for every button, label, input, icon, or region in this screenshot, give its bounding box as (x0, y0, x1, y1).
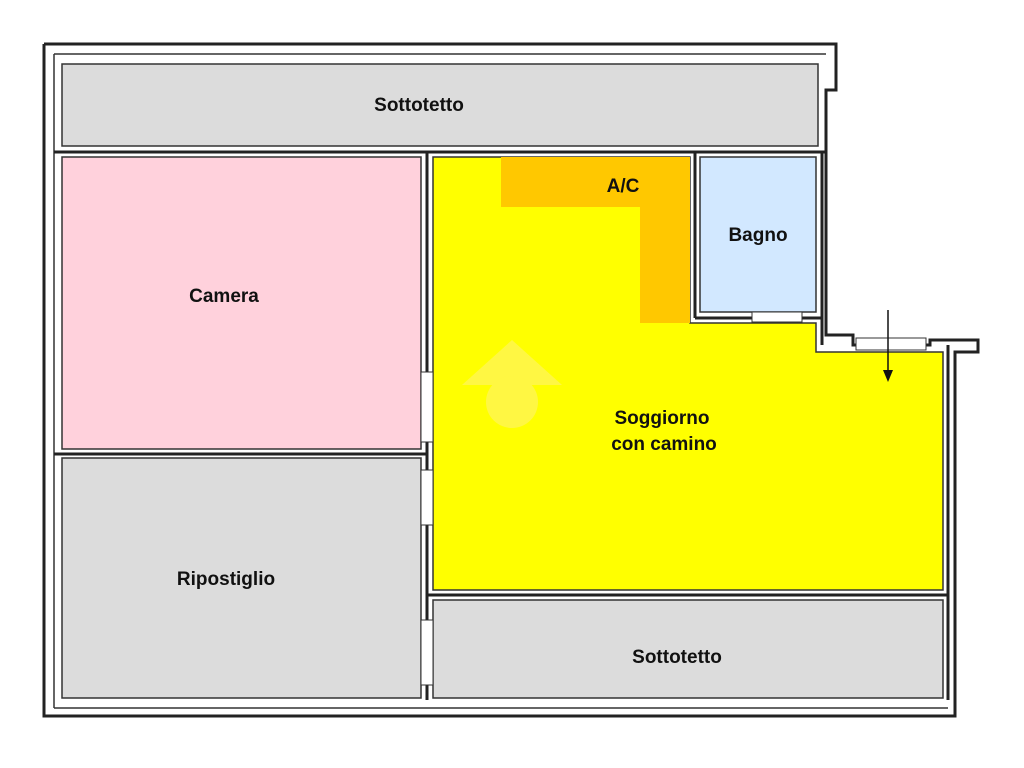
bagno-window (751, 311, 803, 323)
label-bagno: Bagno (728, 225, 787, 246)
room-camera (61, 156, 422, 450)
watermark-logo (462, 340, 562, 428)
label-sottotetto-top: Sottotetto (374, 95, 464, 116)
label-soggiorno-line1: Soggiorno (615, 408, 710, 429)
window-opening (420, 371, 434, 443)
door-opening-lower (420, 619, 434, 686)
room-sottotetto-bottom (432, 599, 944, 699)
room-ac (501, 157, 690, 323)
room-bagno (699, 156, 817, 313)
room-ripostiglio (61, 457, 422, 699)
label-ac: A/C (607, 176, 640, 197)
label-camera: Camera (189, 286, 259, 307)
room-sottotetto-top (61, 63, 819, 147)
label-soggiorno-line2: con camino (611, 434, 717, 455)
door-opening (420, 469, 434, 526)
arrow-down-icon (883, 310, 893, 382)
entrance-opening (855, 337, 927, 351)
label-sottotetto-bottom: Sottotetto (632, 647, 722, 668)
label-ripostiglio: Ripostiglio (177, 569, 275, 590)
outer-wall (42, 42, 980, 718)
